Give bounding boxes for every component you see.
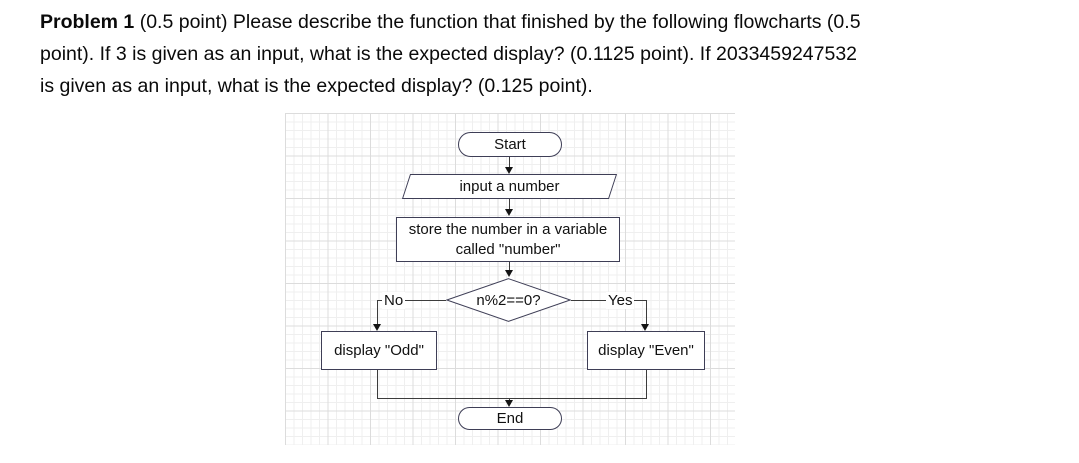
odd-merge-vline xyxy=(377,370,379,399)
problem-line-1: Problem 1 (0.5 point) Please describe th… xyxy=(40,6,1060,38)
arrowhead-start-input-icon xyxy=(505,167,513,174)
arrowhead-merge-end-icon xyxy=(505,400,513,407)
problem-line-1-text: (0.5 point) Please describe the function… xyxy=(134,11,861,33)
yes-branch-label: Yes xyxy=(606,292,635,309)
flowchart-end-terminator: End xyxy=(458,407,562,430)
arrowhead-store-decision-icon xyxy=(505,270,513,277)
no-branch-hline xyxy=(377,300,446,302)
connector-input-store xyxy=(509,199,511,210)
yes-branch-vline xyxy=(645,300,647,325)
no-branch-vline xyxy=(377,300,379,325)
store-label-line2: called "number" xyxy=(455,240,561,258)
problem-title: Problem 1 xyxy=(40,11,135,33)
diamond-outline-icon xyxy=(446,278,571,322)
problem-statement: Problem 1 (0.5 point) Please describe th… xyxy=(40,6,1060,102)
problem-line-3: is given as an input, what is the expect… xyxy=(40,75,593,97)
flowchart-display-even: display "Even" xyxy=(587,331,705,370)
even-merge-vline xyxy=(645,370,647,399)
flowchart-input-parallelogram: input a number xyxy=(401,174,618,199)
connector-start-input xyxy=(509,157,511,168)
arrowhead-input-store-icon xyxy=(505,209,513,216)
flowchart-display-odd: display "Odd" xyxy=(321,331,437,370)
store-label-line1: store the number in a variable xyxy=(408,220,608,238)
connector-store-decision xyxy=(509,262,511,271)
flowchart-store-process: store the number in a variable called "n… xyxy=(396,217,620,262)
merge-hline xyxy=(377,397,647,399)
condition-label: n%2==0? xyxy=(476,291,541,309)
arrowhead-yes-branch-icon xyxy=(641,324,649,331)
input-label: input a number xyxy=(459,178,560,195)
flowchart-decision-diamond: n%2==0? xyxy=(446,278,571,322)
no-branch-label: No xyxy=(382,292,406,309)
flowchart-start-terminator: Start xyxy=(458,132,562,157)
problem-line-2: point). If 3 is given as an input, what … xyxy=(40,43,858,65)
arrowhead-no-branch-icon xyxy=(373,324,381,331)
